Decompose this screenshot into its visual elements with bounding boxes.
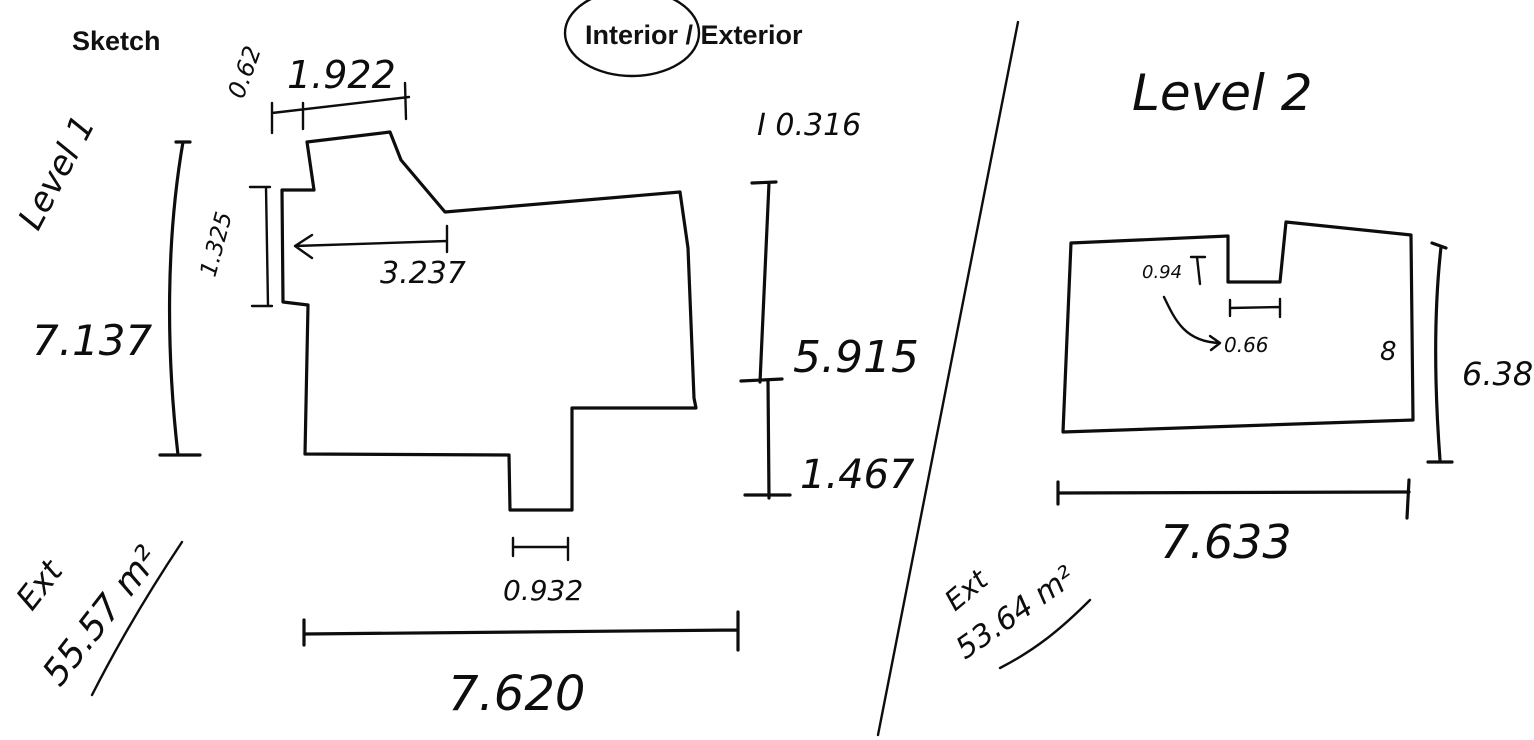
level1-dim-bump-height: 1.325 — [196, 209, 238, 279]
level1-dim-top-width: 1.922 — [287, 53, 396, 97]
level1-dim-top-offset: 0.62 — [222, 42, 267, 102]
level-divider-line — [876, 20, 1020, 737]
level2-leader-arrow — [1162, 295, 1222, 352]
level1-dim-right-height: 5.915 — [793, 332, 919, 383]
level1-overall-height-bracket — [158, 140, 202, 457]
interior-circle-mark — [563, 0, 701, 78]
level2-notch-width-dimension — [1228, 297, 1282, 319]
level1-dim-right-lower: 1.467 — [800, 452, 915, 498]
level2-dim-overall-height: 6.38 — [1462, 355, 1533, 393]
level1-bump-height-dimension — [248, 185, 274, 308]
level1-dim-overall-height: 7.137 — [32, 316, 153, 365]
level2-floorplan-outline — [1061, 220, 1415, 434]
level1-bump-depth-arrow — [293, 224, 449, 260]
interior-exterior-title: Interior / Exterior — [585, 20, 803, 50]
level1-area-underline — [90, 540, 184, 697]
level2-area-label: Ext — [938, 562, 995, 617]
level1-area-label: Ext — [8, 552, 71, 617]
level1-label: Level 1 — [11, 109, 104, 236]
level1-interior-note: I 0.316 — [757, 108, 861, 143]
level1-dim-overall-width: 7.620 — [448, 666, 585, 722]
level2-overall-height-bracket — [1426, 241, 1454, 464]
level2-overall-width-dimension — [1056, 478, 1411, 520]
level2-dim-notch-width: 0.66 — [1224, 333, 1269, 357]
level1-right-height-dimension — [739, 180, 792, 500]
level1-overall-width-dimension — [302, 610, 740, 652]
level2-dim-notch-depth: 0.94 — [1142, 262, 1182, 283]
level2-right-marker: 8 — [1380, 337, 1397, 367]
level1-dim-bump-depth: 3.237 — [380, 256, 466, 291]
level2-area-underline — [998, 598, 1092, 670]
sketch-title: Sketch — [72, 26, 161, 56]
level1-dim-notch-width: 0.932 — [503, 574, 583, 607]
level1-floorplan-outline — [280, 130, 698, 512]
level1-area-value: 55.57 m² — [35, 539, 168, 693]
level2-label: Level 2 — [1132, 64, 1313, 122]
level1-notch-dimension — [511, 536, 570, 562]
level1-top-dimension — [270, 81, 411, 135]
level2-notch-depth-arrow — [1189, 255, 1207, 286]
level2-dim-overall-width: 7.633 — [1160, 515, 1292, 569]
